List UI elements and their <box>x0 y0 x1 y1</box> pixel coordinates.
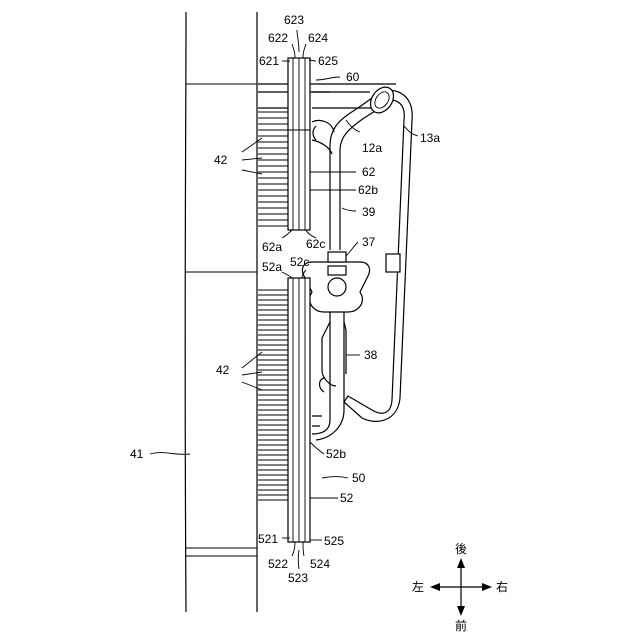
label-42-bottom: 42 <box>216 363 230 377</box>
label-521: 521 <box>258 532 278 546</box>
label-42-top: 42 <box>214 153 228 167</box>
radiator-fins <box>258 112 288 500</box>
label-60: 60 <box>346 70 360 84</box>
compass-up-label: 後 <box>455 542 467 556</box>
pipe-38 <box>312 322 344 440</box>
label-624: 624 <box>308 31 328 45</box>
compass-left-label: 左 <box>412 579 424 594</box>
label-525: 525 <box>324 534 344 548</box>
condenser-62 <box>288 58 310 230</box>
label-62: 62 <box>362 165 376 179</box>
label-621: 621 <box>259 54 279 68</box>
label-522: 522 <box>268 557 288 571</box>
label-50: 50 <box>352 471 366 485</box>
label-52a: 52a <box>262 260 282 274</box>
label-38: 38 <box>364 348 378 362</box>
arrow-up-icon <box>457 558 465 568</box>
radiator-body <box>185 12 257 612</box>
direction-compass: 後 前 左 右 <box>412 542 508 633</box>
arrow-right-icon <box>482 583 492 591</box>
compass-down-label: 前 <box>455 618 467 633</box>
label-41: 41 <box>130 447 144 461</box>
label-37: 37 <box>362 235 376 249</box>
label-523: 523 <box>288 571 308 585</box>
label-622: 622 <box>268 31 288 45</box>
label-62b: 62b <box>358 183 378 197</box>
compass-right-label: 右 <box>496 579 508 594</box>
label-524: 524 <box>310 557 330 571</box>
label-623: 623 <box>284 13 304 27</box>
pipe-13a-clamp <box>386 254 400 272</box>
label-62a: 62a <box>262 240 282 254</box>
condenser-52 <box>288 278 310 542</box>
arrow-left-icon <box>430 583 440 591</box>
label-52c: 52c <box>290 255 309 269</box>
arrow-down-icon <box>457 606 465 616</box>
label-12a: 12a <box>362 141 382 155</box>
component-37 <box>302 252 369 386</box>
label-13a: 13a <box>420 131 440 145</box>
label-625: 625 <box>318 54 338 68</box>
pipe-12a <box>312 83 398 250</box>
label-39: 39 <box>362 205 376 219</box>
label-52: 52 <box>340 491 354 505</box>
label-62c: 62c <box>306 237 325 251</box>
label-52b: 52b <box>326 447 346 461</box>
